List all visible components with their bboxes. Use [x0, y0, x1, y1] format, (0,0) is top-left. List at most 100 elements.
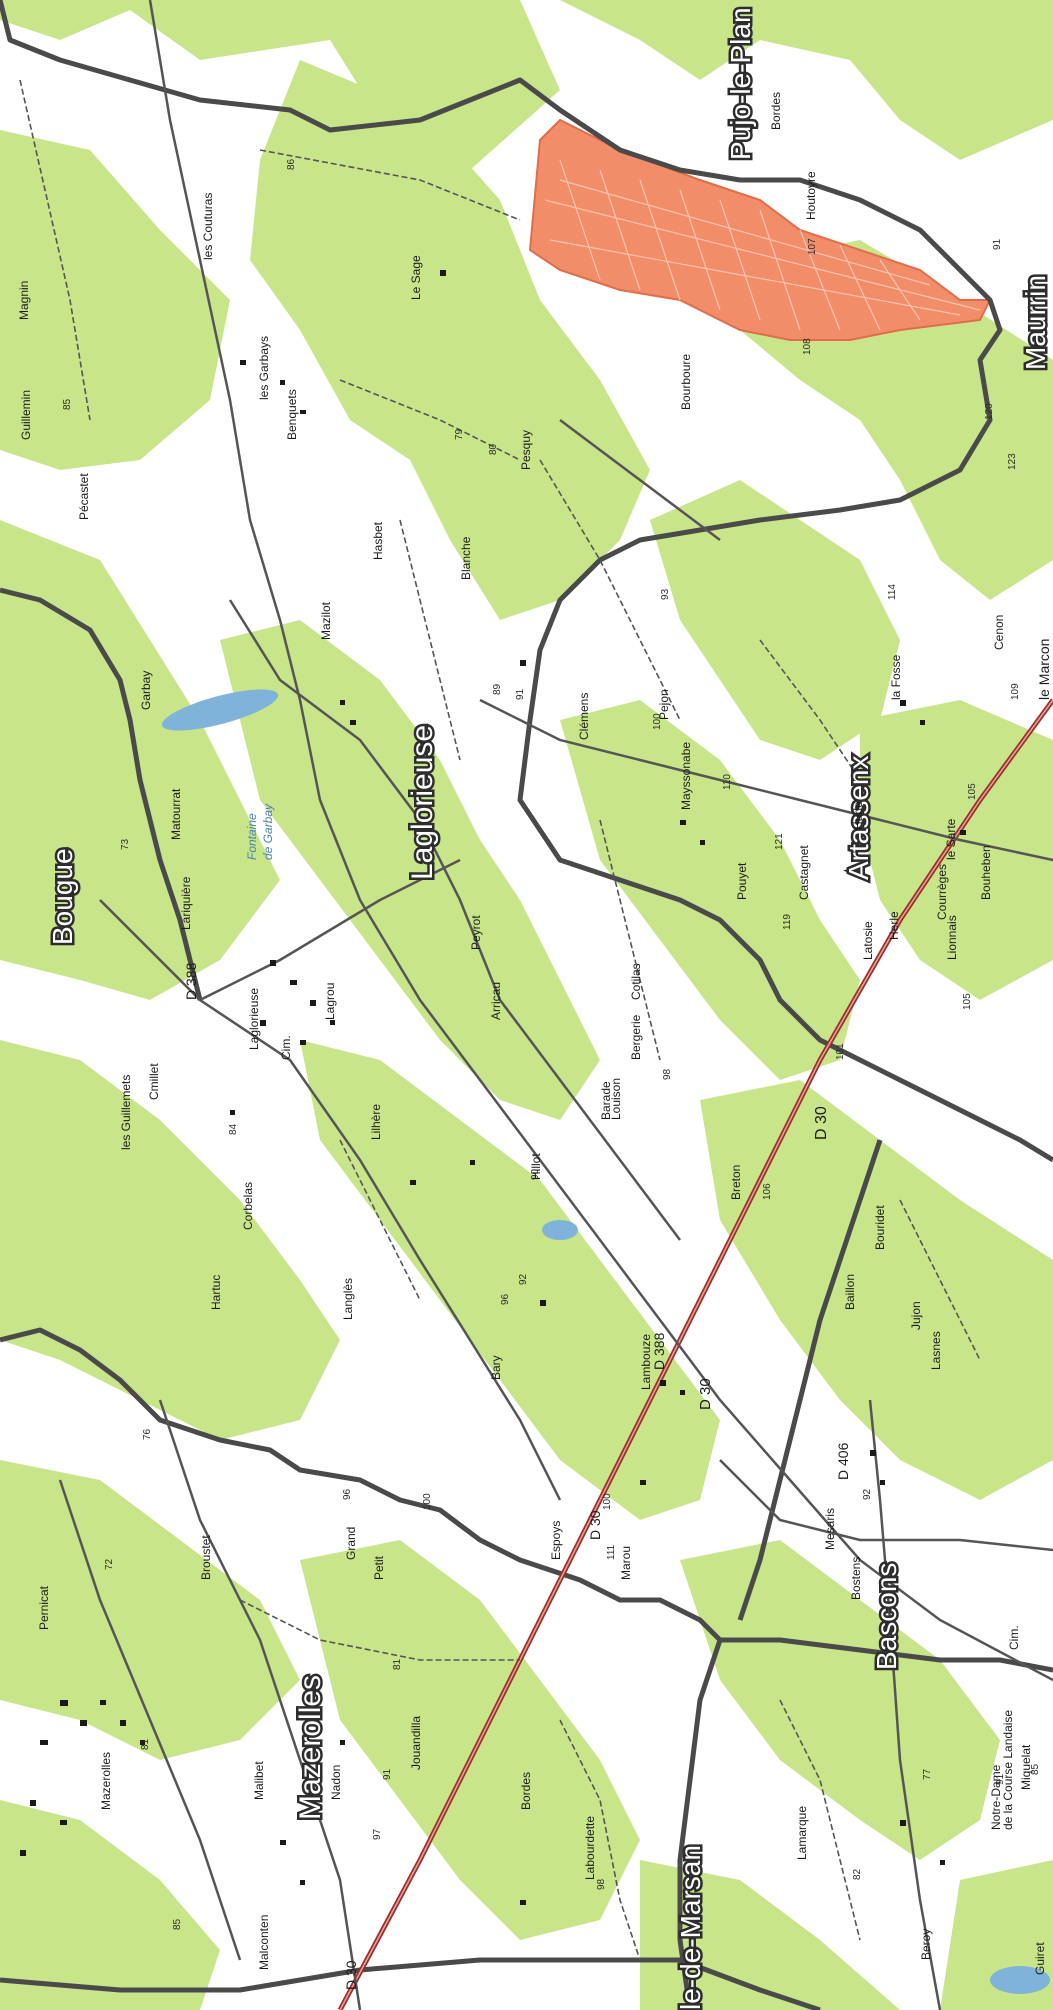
place-label: Petit: [372, 1555, 386, 1580]
place-label: Cim.: [279, 1035, 293, 1060]
commune-label-le-marcon: le Marcon: [1036, 639, 1052, 700]
elevation-label: 89: [492, 683, 503, 695]
place-label: Lionnais: [945, 915, 959, 960]
place-label: Benquets: [285, 389, 299, 440]
place-label: Bordes: [519, 1772, 533, 1810]
elevation-label: 98: [662, 1068, 673, 1080]
place-label: Matourrat: [169, 788, 183, 840]
place-label: Hurle: [851, 801, 865, 830]
commune-label-villeneuve: le-de-Marsan: [675, 1845, 706, 2010]
place-label: Pernicat: [37, 1585, 51, 1630]
water-label-garbay: de Garbay: [261, 803, 275, 860]
place-label: Latosie: [861, 921, 875, 960]
place-label: Corbelas: [241, 1182, 255, 1230]
place-label: Bostens: [849, 1557, 863, 1600]
place-label: les Guillemets: [119, 1075, 133, 1150]
place-label: Lilhère: [369, 1104, 383, 1140]
elevation-label: 100: [602, 1493, 613, 1510]
place-label: Bourboure: [679, 354, 693, 410]
place-label: Houtoyre: [804, 171, 818, 220]
elevation-label: 91: [515, 688, 526, 700]
commune-label-laglorieuse: Laglorieuse: [406, 725, 439, 880]
buildings: [20, 270, 966, 1905]
place-label: Lariquière: [179, 876, 193, 930]
place-label: Bary: [489, 1355, 503, 1380]
place-label: Guiret: [1033, 1942, 1047, 1975]
place-label: Lasnes: [929, 1331, 943, 1370]
place-label: Arricau: [489, 982, 503, 1020]
elevation-label: 85: [172, 1918, 183, 1930]
elevation-label: 106: [762, 1183, 773, 1200]
elevation-label: 92: [862, 1488, 873, 1500]
place-label: Herle: [887, 911, 901, 940]
road-label-d388-b: D 388: [183, 962, 199, 1000]
place-label: la Fosse: [889, 654, 903, 700]
place-label: Malconten: [257, 1915, 271, 1970]
place-label: Breton: [729, 1165, 743, 1200]
place-label: les Garbays: [257, 336, 271, 400]
place-label: Castagnet: [797, 845, 811, 900]
place-label: le Sarte: [944, 818, 958, 860]
road-label-d30-c: D 30: [587, 1510, 603, 1540]
road-d30-centerline: [339, 699, 1053, 2010]
place-label: Hasbet: [371, 521, 385, 560]
place-label: Pécastet: [77, 473, 91, 520]
commune-label-pujo-le-plan: Pujo-le-Plan: [725, 7, 756, 160]
place-label: Mazerolles: [99, 1752, 113, 1810]
road-label-d388: D 388: [651, 1332, 667, 1370]
elevation-label: 107: [807, 238, 818, 255]
place-label: Cenon: [992, 615, 1006, 650]
place-label: Laglorieuse: [247, 988, 261, 1050]
elevation-label: 110: [722, 774, 733, 790]
place-label: Garbay: [139, 671, 153, 710]
elevation-label: 85: [1030, 1763, 1041, 1775]
elevation-label: 80: [488, 443, 499, 455]
elevation-label: 100: [422, 1493, 433, 1510]
place-label: Guillemin: [19, 390, 33, 440]
elevation-label: 86: [286, 158, 297, 170]
place-label: Lagrou: [323, 983, 337, 1020]
place-label: Cotilas: [629, 963, 643, 1000]
elevation-label: 73: [120, 838, 131, 850]
place-label: Mayssonabe: [679, 742, 693, 810]
elevation-label: 120: [984, 403, 995, 420]
elevation-label: 109: [1010, 683, 1021, 700]
elevation-label: 84: [228, 1123, 239, 1135]
place-label: Mazilot: [319, 601, 333, 640]
elevation-label: 123: [1007, 453, 1018, 470]
place-label: Malibet: [252, 1761, 266, 1800]
elevation-label: 79: [454, 428, 465, 440]
elevation-label: 121: [774, 833, 785, 850]
highlighted-parcel[interactable]: [528, 118, 992, 341]
elevation-label: 105: [962, 993, 973, 1010]
place-label: Bouheben: [979, 845, 993, 900]
commune-label-bascons: Bascons: [871, 1563, 902, 1670]
place-label: Hillot: [529, 1153, 543, 1180]
place-label: Nadon: [329, 1765, 343, 1800]
commune-label-mazerolles: Mazerolles: [294, 1675, 327, 1820]
road-label-d30-b: D 30: [697, 1378, 714, 1410]
place-label: Beroy: [919, 1929, 933, 1960]
place-label: Peyrot: [469, 915, 483, 950]
elevation-label: 108: [802, 338, 813, 355]
elevation-label: 90: [530, 1168, 541, 1180]
elevation-label: 96: [500, 1293, 511, 1305]
minor-tracks: [19, 79, 981, 1961]
secondary-roads: [58, 0, 1053, 2010]
place-label: les Couturas: [201, 193, 215, 260]
elevation-label: 114: [887, 584, 898, 600]
place-label: Blanche: [459, 536, 473, 580]
elevation-label: 100: [652, 713, 663, 730]
place-label: Pesquy: [519, 430, 533, 470]
elevation-label: 85: [62, 398, 73, 410]
place-label: Lamarque: [795, 1806, 809, 1860]
place-label: Pouyet: [735, 862, 749, 900]
water-label-fontaine: Fontaine: [245, 813, 259, 860]
elevation-label: 105: [967, 783, 978, 800]
road-label-d30-d: D 30: [343, 1960, 359, 1990]
elevation-label: 96: [342, 1488, 353, 1500]
